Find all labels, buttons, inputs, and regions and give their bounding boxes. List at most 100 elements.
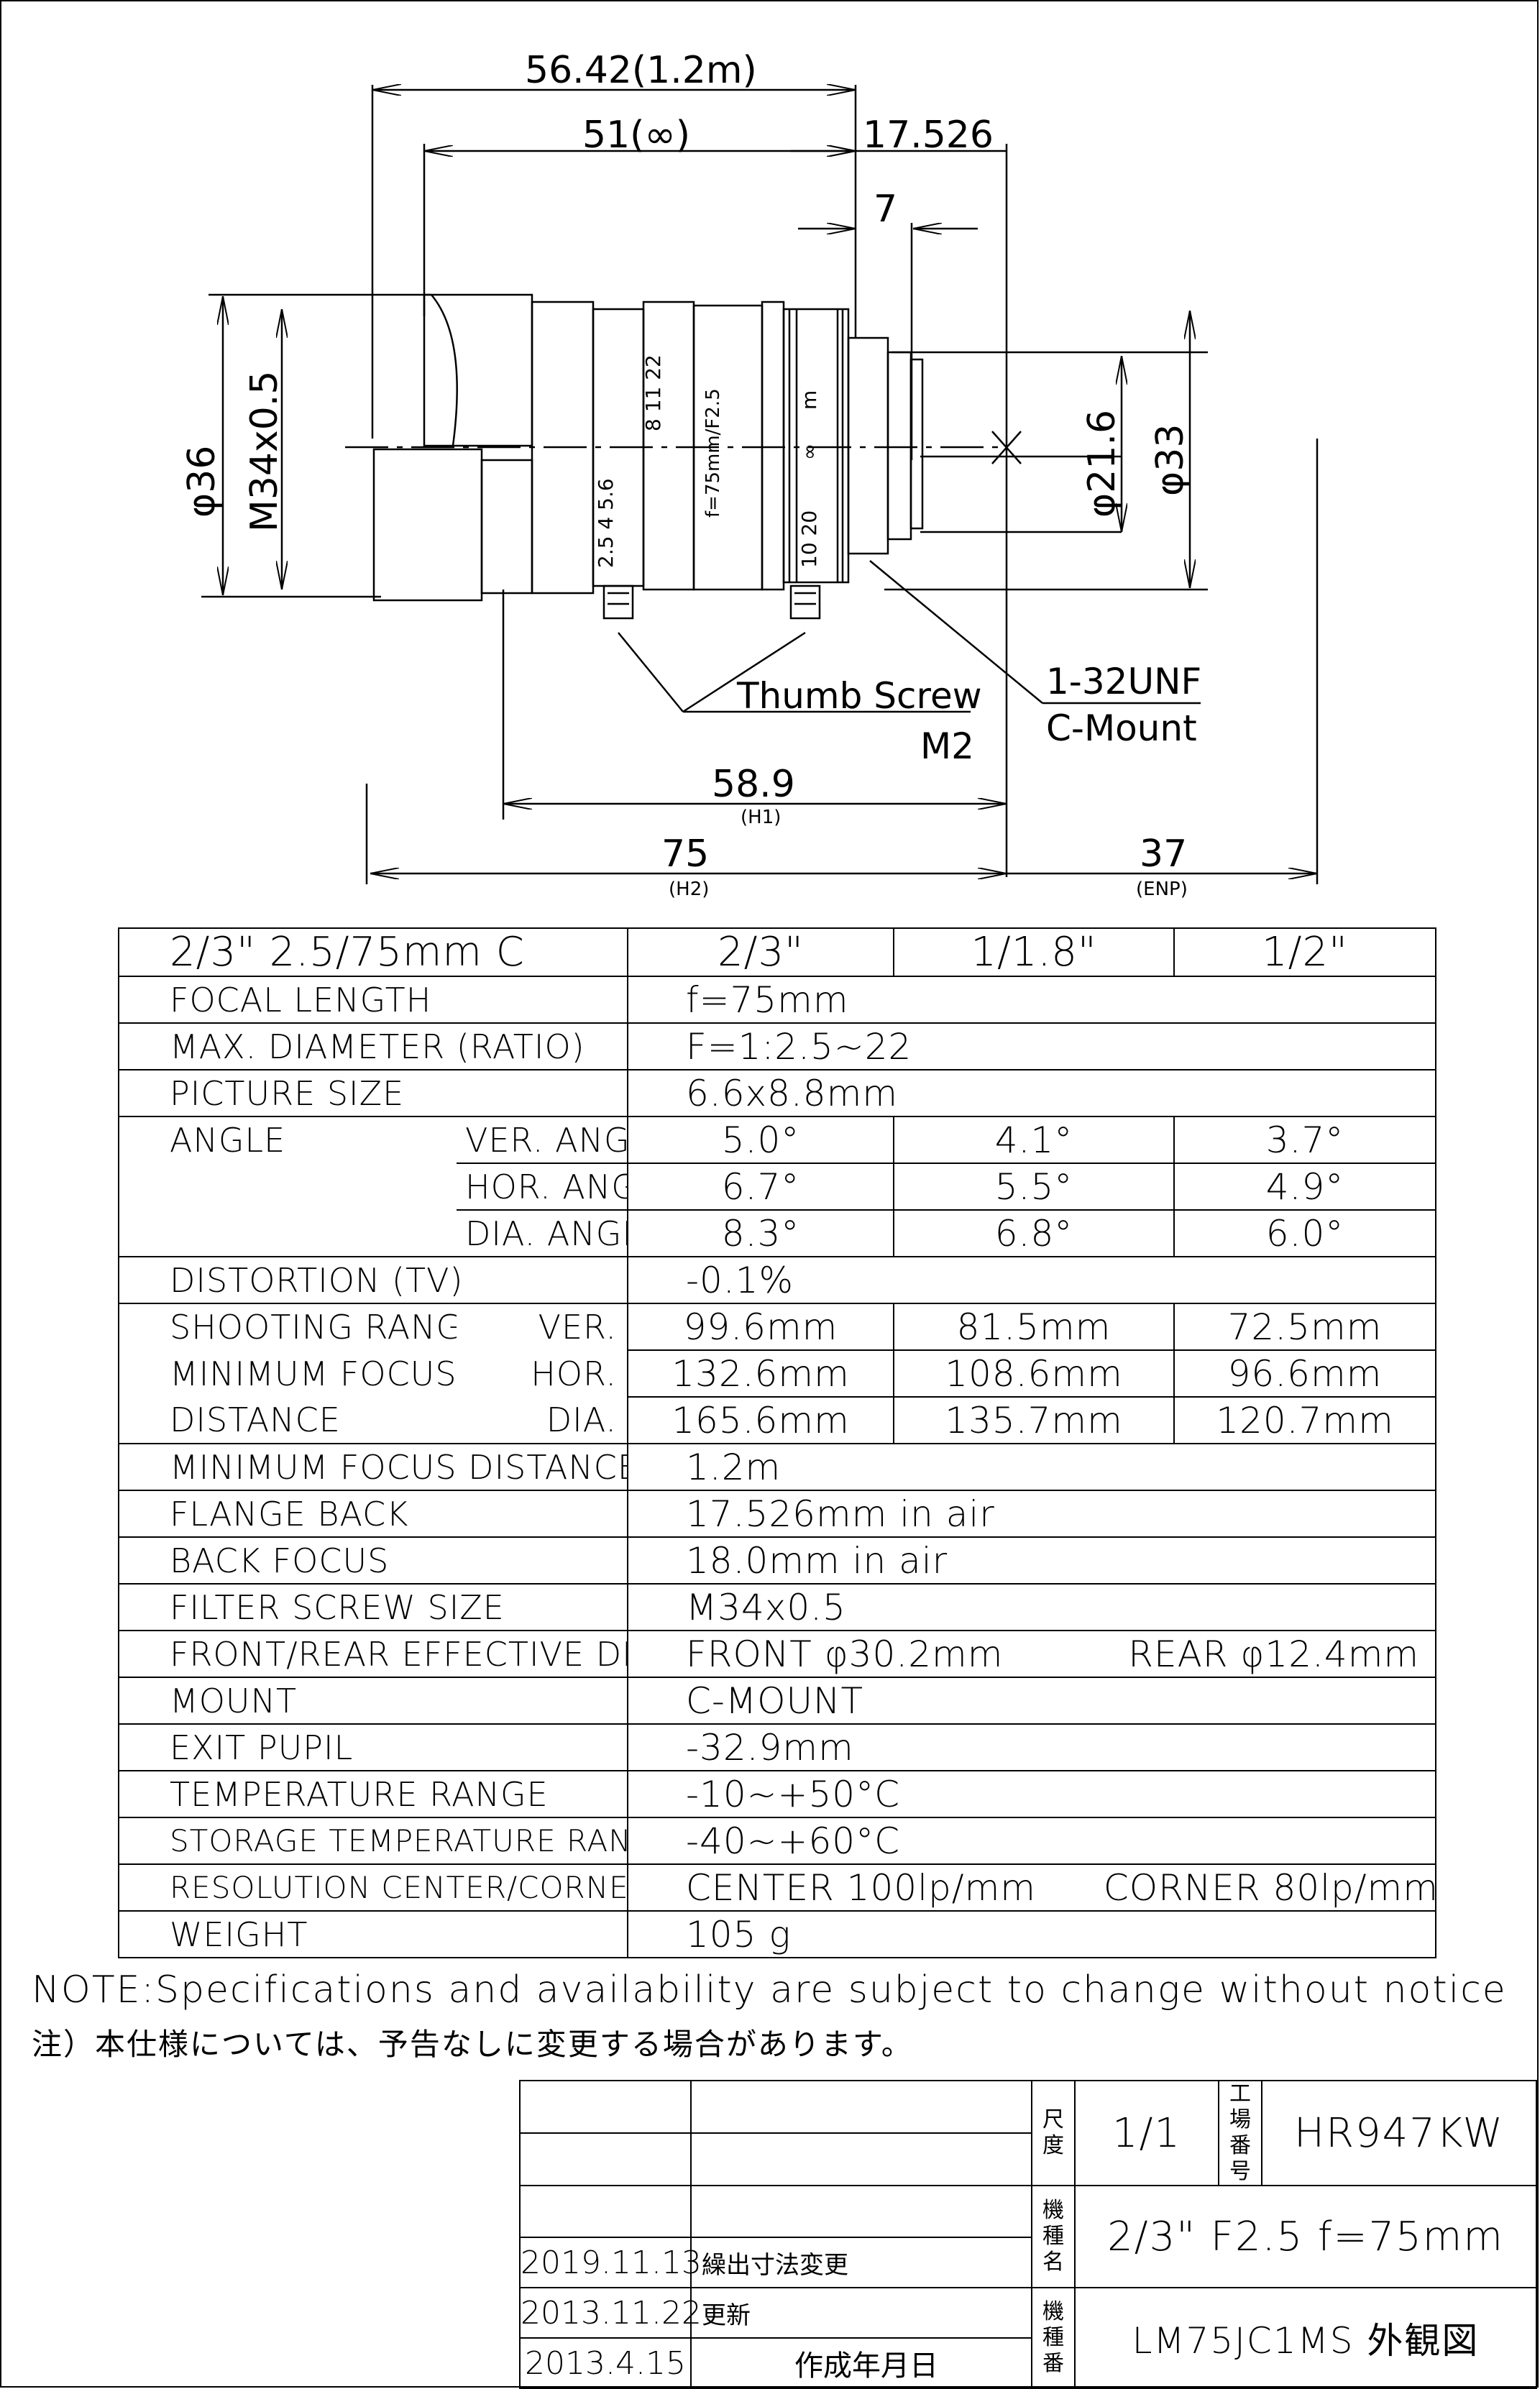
tb-empty xyxy=(519,2080,692,2134)
spec-sublabel: HOR. ANGLE xyxy=(457,1163,628,1211)
marking-focus-top: m xyxy=(797,390,821,410)
callout-thumb-screw: Thumb Screw xyxy=(736,675,982,717)
dim-h2: 75 xyxy=(661,833,709,876)
spec-row-distortion: DISTORTION (TV) -0.1% xyxy=(118,1256,1436,1304)
callout-thumb-screw-size: M2 xyxy=(920,725,974,767)
tb-rev-desc: 繰出寸法変更 xyxy=(690,2237,1032,2288)
spec-sublabel: VER. ANGLE xyxy=(457,1116,628,1164)
spec-value: 5.5° xyxy=(893,1163,1175,1211)
spec-sublabel: VER. xyxy=(457,1303,628,1350)
tb-model-number: LM75JC1MS 外観図 xyxy=(1074,2287,1537,2389)
spec-row-effective-dia: FRONT/REAR EFFECTIVE DIA. FRONT φ30.2mm … xyxy=(118,1630,1436,1678)
spec-col-23: 2/3" xyxy=(627,927,894,977)
spec-row-shoot-hor: MINIMUM FOCUS HOR. 132.6mm 108.6mm 96.6m… xyxy=(118,1349,1436,1398)
spec-value: FRONT φ30.2mm REAR φ12.4mm xyxy=(627,1630,1436,1678)
dim-enp-sub: (ENP) xyxy=(1136,879,1188,900)
tb-empty xyxy=(690,2080,1032,2134)
spec-label: EXIT PUPIL xyxy=(118,1723,628,1771)
spec-label: FOCAL LENGTH xyxy=(118,976,628,1024)
dim-phi36: φ36 xyxy=(180,446,224,518)
spec-value: 5.0° xyxy=(627,1116,894,1164)
marking-iris-bottom: 2.5 4 5.6 xyxy=(594,478,618,568)
spec-col-12: 1/2" xyxy=(1173,927,1436,977)
spec-value: C-MOUNT xyxy=(627,1677,1436,1725)
spec-value: f=75mm xyxy=(627,976,1436,1024)
note-japanese: 注）本仕様については、予告なしに変更する場合があります。 xyxy=(32,2027,913,2062)
marking-focal: f=75mm/F2.5 xyxy=(702,388,724,518)
spec-label: STORAGE TEMPERATURE RANGE xyxy=(118,1817,628,1865)
spec-label: WEIGHT xyxy=(118,1910,628,1958)
dim-phi33: φ33 xyxy=(1149,424,1192,496)
spec-label: MAX. DIAMETER (RATIO) xyxy=(118,1022,628,1070)
tb-rev-date: 2019.11.13 xyxy=(519,2237,702,2288)
spec-row-angle-ver: ANGLE VER. ANGLE 5.0° 4.1° 3.7° xyxy=(118,1116,1436,1164)
spec-row-max-diameter: MAX. DIAMETER (RATIO) F=1:2.5~22 xyxy=(118,1022,1436,1070)
spec-label-empty xyxy=(118,1210,457,1257)
tb-model-label: 機種名 xyxy=(1031,2185,1076,2288)
spec-value: 3.7° xyxy=(1173,1116,1436,1164)
spec-label: FILTER SCREW SIZE xyxy=(118,1583,628,1631)
spec-row-picture-size: PICTURE SIZE 6.6x8.8mm xyxy=(118,1069,1436,1117)
spec-label: PICTURE SIZE xyxy=(118,1069,628,1117)
tb-empty xyxy=(690,2185,1032,2238)
spec-sublabel: DIA. xyxy=(457,1397,628,1444)
tb-rev-desc: 作成年月日 xyxy=(690,2337,1032,2389)
spec-row-back-focus: BACK FOCUS 18.0mm in air xyxy=(118,1536,1436,1585)
spec-row-shoot-dia: DISTANCE DIA. 165.6mm 135.7mm 120.7mm xyxy=(118,1396,1436,1444)
spec-value: M34x0.5 xyxy=(627,1583,1436,1631)
spec-res-corner: CORNER 80lp/mm xyxy=(1103,1866,1436,1909)
spec-label: FLANGE BACK xyxy=(118,1490,628,1538)
spec-row-resolution: RESOLUTION CENTER/CORNER CENTER 100lp/mm… xyxy=(118,1863,1436,1912)
spec-value: 81.5mm xyxy=(893,1303,1175,1351)
spec-model: 2/3" 2.5/75mm C xyxy=(118,927,628,977)
spec-value: 17.526mm in air xyxy=(627,1490,1436,1538)
callout-mount-type: C-Mount xyxy=(1046,707,1197,749)
spec-value: F=1:2.5~22 xyxy=(627,1022,1436,1070)
spec-label: RESOLUTION CENTER/CORNER xyxy=(118,1863,628,1912)
spec-label: MINIMUM FOCUS DISTANCE xyxy=(118,1443,628,1491)
dim-infinity-length: 51(∞) xyxy=(582,114,690,157)
spec-value: 108.6mm xyxy=(893,1349,1175,1398)
spec-row-flange-back: FLANGE BACK 17.526mm in air xyxy=(118,1490,1436,1538)
spec-label-empty xyxy=(118,1163,457,1210)
spec-col-118: 1/1.8" xyxy=(893,927,1175,977)
tb-rev-date: 2013.11.22 xyxy=(519,2287,702,2339)
spec-row-temp: TEMPERATURE RANGE -10~+50°C xyxy=(118,1770,1436,1818)
spec-label: MINIMUM FOCUS xyxy=(118,1350,457,1397)
tb-model-name: 2/3" F2.5 f=75mm xyxy=(1074,2185,1537,2288)
spec-value: 96.6mm xyxy=(1173,1349,1436,1398)
callout-mount-thread: 1-32UNF xyxy=(1046,661,1201,702)
dim-enp: 37 xyxy=(1140,833,1187,876)
spec-row-filter: FILTER SCREW SIZE M34x0.5 xyxy=(118,1583,1436,1631)
spec-value: 1.2m xyxy=(627,1443,1436,1491)
spec-value: 18.0mm in air xyxy=(627,1536,1436,1585)
dim-filter-thread: M34x0.5 xyxy=(243,370,286,532)
spec-row-angle-hor: HOR. ANGLE 6.7° 5.5° 4.9° xyxy=(118,1163,1436,1211)
spec-value: -10~+50°C xyxy=(627,1770,1436,1818)
dim-h2-sub: (H2) xyxy=(669,879,709,900)
spec-label: DISTANCE xyxy=(118,1397,457,1444)
spec-label: BACK FOCUS xyxy=(118,1536,628,1585)
marking-focus-bottom: 10 20 xyxy=(797,510,821,568)
spec-label: ANGLE xyxy=(118,1116,457,1163)
spec-table: 2/3" 2.5/75mm C 2/3" 1/1.8" 1/2" FOCAL L… xyxy=(118,927,1436,1958)
spec-rear-dia: REAR φ12.4mm xyxy=(1128,1633,1420,1675)
spec-row-angle-dia: DIA. ANGLE 8.3° 6.8° 6.0° xyxy=(118,1209,1436,1257)
spec-value: 4.1° xyxy=(893,1116,1175,1164)
dim-phi21: φ21.6 xyxy=(1081,410,1124,518)
tb-factory-no: HR947KW xyxy=(1261,2080,1537,2186)
spec-value: 72.5mm xyxy=(1173,1303,1436,1351)
spec-value: 6.0° xyxy=(1173,1209,1436,1257)
dim-overall-length: 56.42(1.2m) xyxy=(525,49,757,92)
dim-h1-sub: (H1) xyxy=(741,807,781,828)
spec-value: -0.1% xyxy=(627,1256,1436,1304)
spec-label: DISTORTION (TV) xyxy=(118,1256,628,1304)
spec-value: CENTER 100lp/mm CORNER 80lp/mm xyxy=(627,1863,1436,1912)
spec-header-row: 2/3" 2.5/75mm C 2/3" 1/1.8" 1/2" xyxy=(118,927,1436,977)
tb-rev-date: 2013.4.15 xyxy=(519,2337,692,2389)
dim-seven: 7 xyxy=(874,188,897,231)
spec-label: TEMPERATURE RANGE xyxy=(118,1770,628,1818)
tb-scale: 1/1 xyxy=(1074,2080,1219,2186)
spec-row-min-focus: MINIMUM FOCUS DISTANCE 1.2m xyxy=(118,1443,1436,1491)
spec-row-storage-temp: STORAGE TEMPERATURE RANGE -40~+60°C xyxy=(118,1817,1436,1865)
